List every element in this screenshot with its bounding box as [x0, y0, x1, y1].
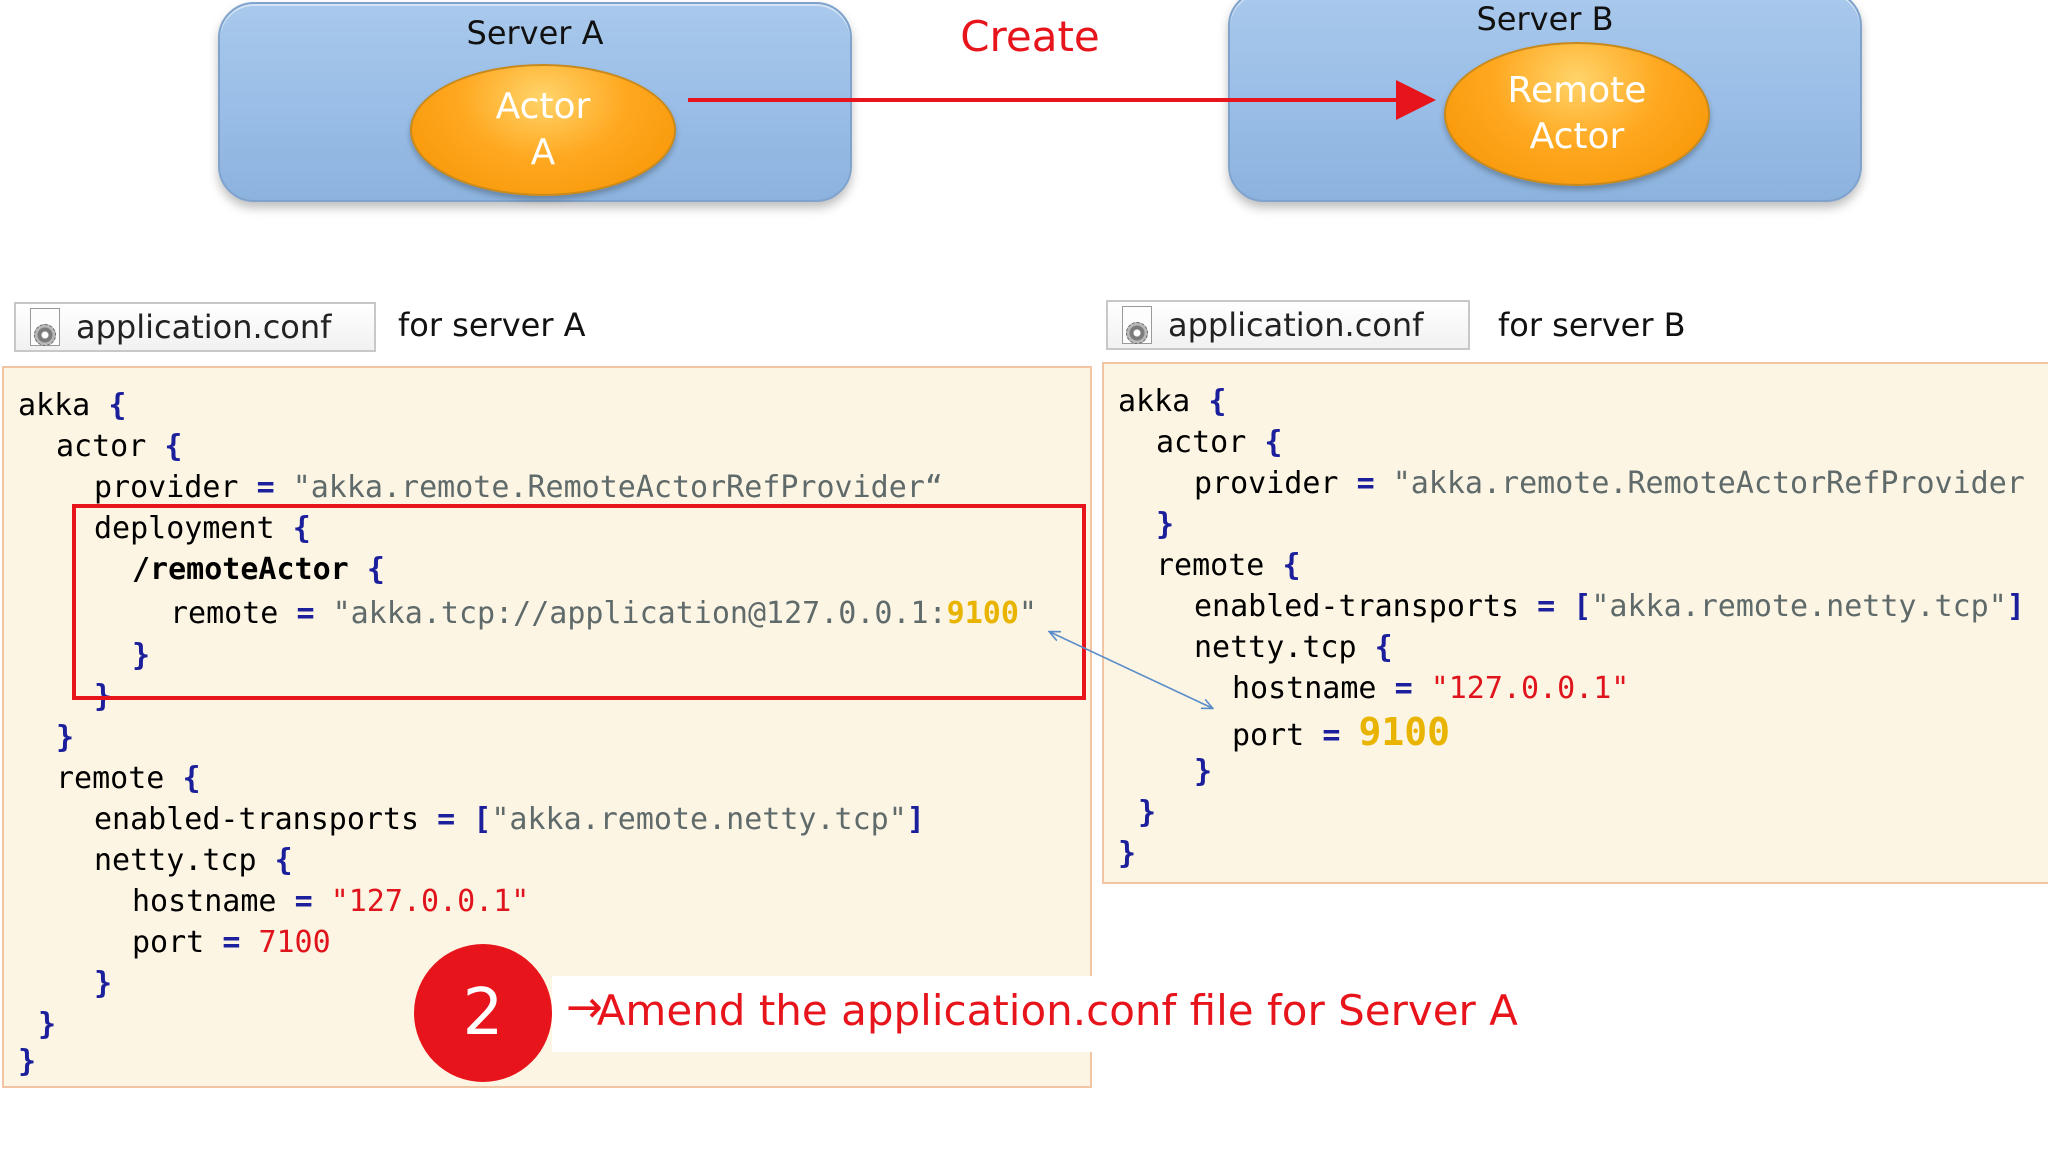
code-line: }: [1156, 507, 1175, 542]
code-line: deployment {: [94, 511, 311, 546]
step-text-background: [552, 976, 1564, 1052]
step-arrow-icon: →: [566, 982, 603, 1033]
code-line: remote = "akka.tcp://application@127.0.0…: [170, 596, 1037, 631]
file-name-a: application.conf: [76, 308, 332, 346]
code-line: remote {: [1156, 548, 1301, 583]
actor-a-label-line2: A: [530, 132, 556, 173]
code-line: }: [38, 1007, 57, 1042]
code-line: hostname = "127.0.0.1": [132, 884, 530, 919]
code-line: }: [132, 638, 151, 673]
code-line: actor {: [1156, 425, 1283, 460]
code-line: }: [94, 966, 113, 1001]
code-line: /remoteActor {: [132, 552, 385, 587]
for-server-b-label: for server B: [1498, 306, 1686, 344]
server-a-box: Server A Actor A: [218, 2, 852, 202]
code-line: akka {: [18, 388, 127, 423]
code-line: netty.tcp {: [1194, 630, 1393, 665]
step-instruction: Amend the application.conf file for Serv…: [596, 986, 1518, 1035]
step-number-badge: 2: [414, 944, 552, 1082]
code-line: port = 7100: [132, 925, 331, 960]
code-line: }: [56, 720, 75, 755]
file-tab-server-a: application.conf: [14, 302, 376, 352]
code-line: port = 9100: [1232, 710, 1450, 754]
server-b-title: Server B: [1476, 0, 1614, 38]
remote-actor-label-line2: Actor: [1529, 116, 1625, 157]
code-line: enabled-transports = ["akka.remote.netty…: [94, 802, 925, 837]
code-line: enabled-transports = ["akka.remote.netty…: [1194, 589, 2025, 624]
code-line: provider = "akka.remote.RemoteActorRefPr…: [94, 470, 943, 505]
actor-a-ellipse: Actor A: [410, 64, 676, 196]
code-line: }: [1138, 795, 1157, 830]
config-file-icon: [1118, 306, 1154, 344]
code-panel-server-b: akka { actor { provider = "akka.remote.R…: [1102, 362, 2048, 884]
actor-a-label-line1: Actor: [495, 86, 591, 127]
code-line: actor {: [56, 429, 183, 464]
file-tab-server-b: application.conf: [1106, 300, 1470, 350]
create-label: Create: [960, 12, 1100, 61]
code-panel-server-a: akka { actor { provider = "akka.remote.R…: [2, 366, 1092, 1088]
config-file-icon: [26, 308, 62, 346]
code-line: akka {: [1118, 384, 1227, 419]
remote-actor-ellipse: Remote Actor: [1444, 42, 1710, 186]
code-line: netty.tcp {: [94, 843, 293, 878]
for-server-a-label: for server A: [398, 306, 586, 344]
code-line: }: [1118, 836, 1137, 871]
remote-actor-label-line1: Remote: [1507, 70, 1647, 111]
code-line: hostname = "127.0.0.1": [1232, 671, 1630, 706]
code-line: remote {: [56, 761, 201, 796]
server-a-title: Server A: [466, 14, 604, 52]
deployment-highlight-box: [72, 504, 1086, 700]
code-line: }: [18, 1044, 37, 1079]
code-line: }: [1194, 754, 1213, 789]
server-b-box: Server B Remote Actor: [1228, 0, 1862, 202]
file-name-b: application.conf: [1168, 306, 1424, 344]
code-line: provider = "akka.remote.RemoteActorRefPr…: [1194, 466, 2025, 501]
